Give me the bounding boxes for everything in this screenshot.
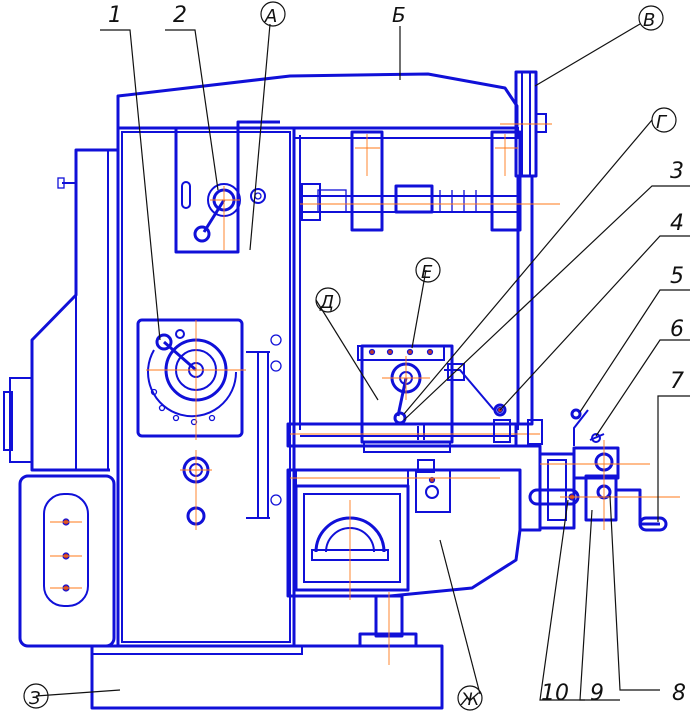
- label-E-circle: [415, 257, 441, 283]
- overarm: [116, 72, 519, 139]
- right-gearbox: [516, 408, 680, 532]
- label-D-circle: [315, 287, 341, 313]
- label-V-circle: [638, 5, 664, 31]
- label-8: 8: [672, 681, 686, 706]
- column-knobs: [180, 450, 212, 530]
- label-G: Г: [656, 112, 668, 133]
- feed-selector-dial: [136, 318, 246, 440]
- label-5: 5: [670, 264, 684, 289]
- label-4: 4: [670, 211, 684, 236]
- label-Zh-circle: [457, 685, 483, 711]
- label-3: 3: [670, 159, 684, 184]
- vertical-guides: [299, 220, 519, 430]
- machine-base: [90, 644, 444, 710]
- label-10: 10: [541, 681, 569, 706]
- label-A: А: [264, 6, 277, 27]
- milling-head: [357, 344, 495, 444]
- rear-housing: [3, 148, 118, 472]
- label-B: Б: [392, 3, 406, 27]
- lifting-screw: [358, 592, 418, 665]
- electrical-cabinet: [18, 474, 116, 648]
- label-Z: З: [29, 688, 41, 709]
- label-9: 9: [590, 681, 604, 706]
- column-side-strip: [246, 334, 282, 519]
- label-2: 2: [173, 3, 187, 28]
- speed-gearbox-cover: [174, 120, 280, 254]
- label-G-circle: [651, 107, 677, 133]
- horizontal-rail: [286, 422, 540, 453]
- label-Zh: Ж: [460, 690, 480, 710]
- upper-spindle: [300, 130, 560, 232]
- knee-console: [286, 459, 522, 600]
- label-Z-circle: [23, 683, 49, 709]
- label-7: 7: [670, 369, 684, 394]
- leader-lines: [35, 23, 690, 701]
- cabinet-buttons: [50, 518, 82, 592]
- callout-labels: 1 2 А Б В Г 3 4 5 6 7 Е Д З Ж 10 9 8: [23, 1, 686, 711]
- head-top-bolts: [368, 348, 434, 356]
- label-V: В: [643, 10, 655, 31]
- label-E: Е: [421, 262, 433, 283]
- label-6: 6: [670, 317, 684, 342]
- feed-levers: [493, 403, 543, 445]
- dial-ticks: [150, 388, 216, 426]
- label-D: Д: [319, 292, 334, 313]
- label-A-circle: [260, 1, 286, 27]
- label-1: 1: [108, 3, 122, 28]
